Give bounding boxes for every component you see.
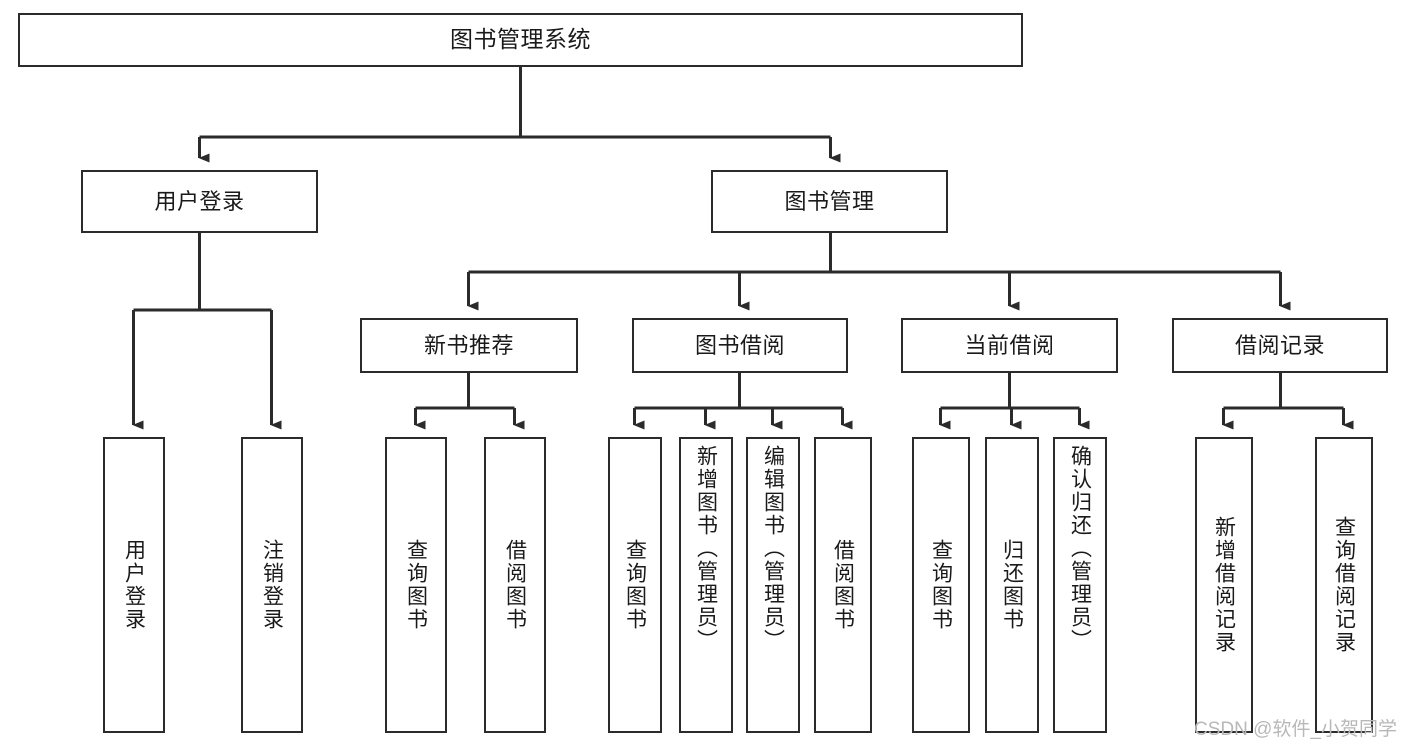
node-leaf-edit-book[interactable]: 编辑图书（管理员）	[746, 437, 800, 733]
node-user-login-label: 用户登录	[154, 188, 245, 214]
node-leaf-query-book-borrow-label: 查询图书	[623, 539, 647, 631]
node-leaf-logout-login-label: 注销登录	[260, 539, 284, 631]
node-borrow-record-label: 借阅记录	[1234, 332, 1325, 358]
node-leaf-query-book-recommend[interactable]: 查询图书	[385, 437, 447, 733]
node-current-borrow[interactable]: 当前借阅	[901, 318, 1118, 373]
node-leaf-add-book-label: 新增图书（管理员）	[694, 445, 718, 652]
node-leaf-borrow-book-label: 借阅图书	[831, 539, 855, 631]
node-leaf-borrow-book-recommend-label: 借阅图书	[503, 539, 527, 631]
node-leaf-add-borrow-record-label: 新增借阅记录	[1212, 516, 1236, 654]
node-leaf-edit-book-label: 编辑图书（管理员）	[761, 445, 785, 652]
node-root[interactable]: 图书管理系统	[18, 13, 1023, 67]
node-leaf-query-book-recommend-label: 查询图书	[404, 539, 428, 631]
node-leaf-user-login-label: 用户登录	[122, 539, 146, 631]
node-leaf-query-book-current-label: 查询图书	[929, 539, 953, 631]
node-leaf-borrow-book[interactable]: 借阅图书	[814, 437, 872, 733]
node-book-borrow[interactable]: 图书借阅	[632, 318, 848, 373]
node-new-book-recommend-label: 新书推荐	[423, 332, 514, 358]
node-leaf-confirm-return-label: 确认归还（管理员）	[1068, 445, 1092, 652]
node-leaf-borrow-book-recommend[interactable]: 借阅图书	[484, 437, 546, 733]
node-leaf-add-book[interactable]: 新增图书（管理员）	[679, 437, 733, 733]
node-book-borrow-label: 图书借阅	[694, 332, 785, 358]
node-current-borrow-label: 当前借阅	[964, 332, 1055, 358]
node-leaf-add-borrow-record[interactable]: 新增借阅记录	[1195, 437, 1253, 733]
node-borrow-record[interactable]: 借阅记录	[1172, 318, 1388, 373]
node-leaf-return-book-label: 归还图书	[1000, 539, 1024, 631]
node-new-book-recommend[interactable]: 新书推荐	[360, 318, 578, 373]
node-leaf-confirm-return[interactable]: 确认归还（管理员）	[1053, 437, 1107, 733]
node-user-login[interactable]: 用户登录	[81, 170, 318, 233]
node-leaf-logout-login[interactable]: 注销登录	[241, 437, 303, 733]
node-leaf-query-borrow-record-label: 查询借阅记录	[1332, 516, 1356, 654]
node-book-management-label: 图书管理	[784, 188, 875, 214]
node-leaf-query-book-borrow[interactable]: 查询图书	[608, 437, 662, 733]
node-leaf-query-book-current[interactable]: 查询图书	[912, 437, 970, 733]
node-leaf-query-borrow-record[interactable]: 查询借阅记录	[1315, 437, 1373, 733]
node-leaf-return-book[interactable]: 归还图书	[985, 437, 1039, 733]
node-root-label: 图书管理系统	[450, 26, 591, 53]
node-leaf-user-login[interactable]: 用户登录	[103, 437, 165, 733]
node-book-management[interactable]: 图书管理	[711, 170, 948, 233]
